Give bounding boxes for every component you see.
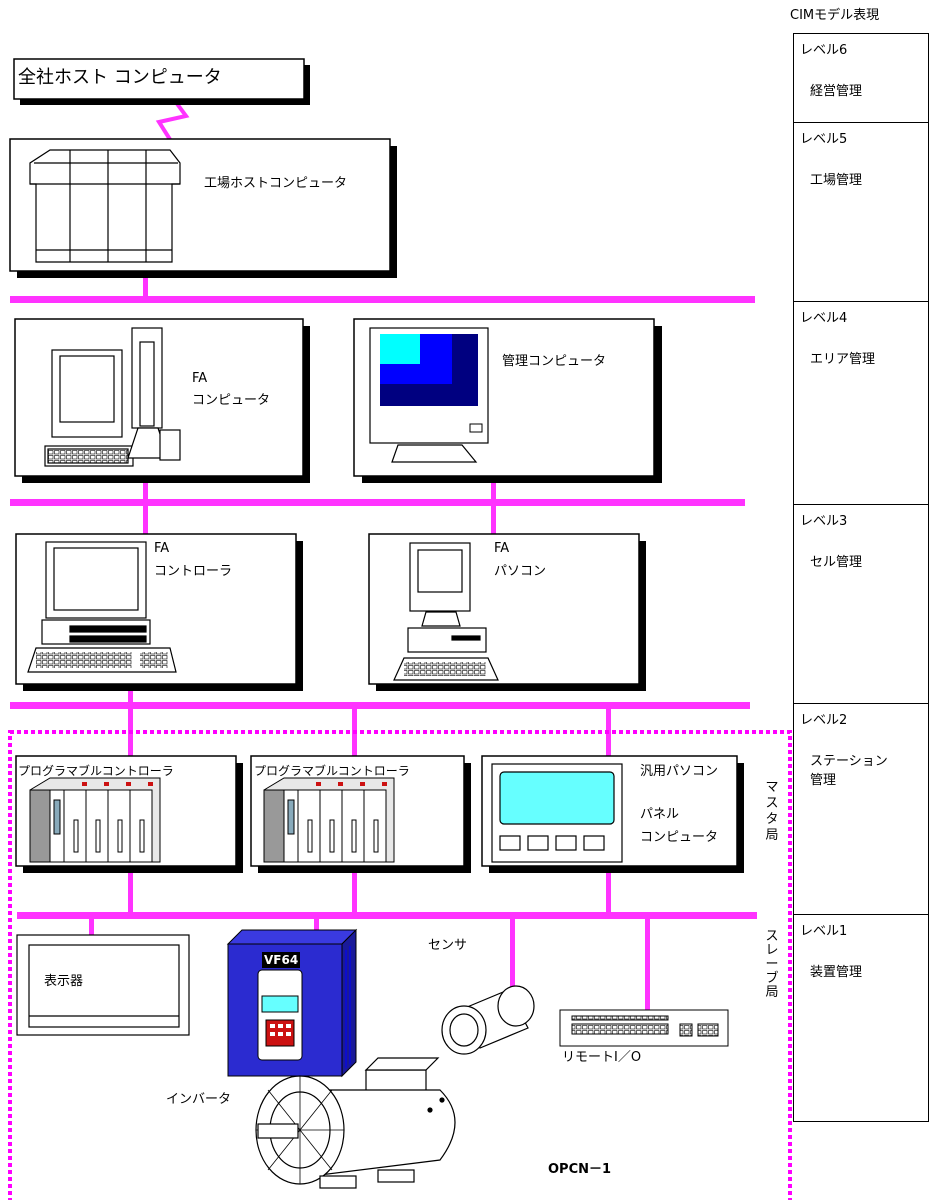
inverter-label: インバータ — [166, 1092, 232, 1107]
display-device-label: 表示器 — [44, 974, 84, 989]
sensor-illustration — [441, 985, 535, 1055]
general-pc-label: 汎用パソコン — [640, 764, 719, 779]
fa-controller-label-2: コントローラ — [154, 564, 233, 579]
level-1-desc: 装置管理 — [810, 965, 863, 980]
fa-computer-label-2: コンピュータ — [192, 393, 271, 408]
level-4-row: レベル4 エリア管理 — [793, 301, 929, 505]
level-1-row: レベル1 装置管理 — [793, 914, 929, 1122]
level-2-name: レベル2 — [800, 713, 848, 728]
level-4-name: レベル4 — [800, 311, 848, 326]
plc-1-illustration — [29, 777, 161, 863]
fa-computer-label-1: FA — [192, 371, 208, 386]
wan-link — [155, 99, 190, 143]
plc-2-label: プログラマブルコントローラ — [254, 764, 410, 778]
panel-computer-illustration — [491, 763, 623, 863]
fa-controller-label-1: FA — [154, 541, 170, 556]
inverter-brand-label: VF64 — [262, 952, 301, 968]
bus-level5 — [10, 296, 755, 303]
network-label: OPCN－1 — [548, 1162, 612, 1177]
level-1-name: レベル1 — [800, 924, 848, 939]
level-5-desc: 工場管理 — [810, 173, 863, 188]
fa-pc-label-1: FA — [494, 541, 510, 556]
management-computer-illustration — [369, 327, 489, 463]
level-3-desc: セル管理 — [810, 555, 863, 570]
slave-station-label: スレーブ局 — [765, 929, 779, 1000]
level-2-desc: ステーション 管理 — [810, 752, 888, 790]
level-2-row: レベル2 ステーション 管理 — [793, 703, 929, 915]
motor-illustration — [255, 1057, 456, 1189]
bus-opcn — [17, 912, 757, 919]
level-5-name: レベル5 — [800, 132, 848, 147]
management-computer-label: 管理コンピュータ — [502, 354, 607, 369]
panel-computer-label-1: パネル — [640, 807, 680, 822]
display-device-illustration — [16, 934, 190, 1036]
corporate-host-label: 全社ホスト コンピュータ — [18, 67, 222, 88]
bus-level4 — [10, 499, 745, 506]
remote-io-illustration — [559, 1009, 729, 1047]
bus-level3 — [10, 702, 750, 709]
plc-1-label: プログラマブルコントローラ — [18, 764, 174, 778]
level-2-desc-line1: ステーション — [810, 754, 888, 769]
cim-title: CIMモデル表現 — [790, 8, 880, 23]
fa-pc-illustration — [393, 542, 499, 681]
master-station-label: マスタ局 — [765, 780, 779, 843]
plc-2-illustration — [263, 777, 395, 863]
level-3-row: レベル3 セル管理 — [793, 504, 929, 704]
network-buses — [10, 99, 757, 1010]
remote-io-label: リモートI／O — [562, 1050, 642, 1065]
level-6-name: レベル6 — [800, 43, 848, 58]
level-6-row: レベル6 経営管理 — [793, 33, 929, 123]
fa-computer-illustration — [44, 327, 181, 467]
factory-host-label: 工場ホストコンピュータ — [204, 176, 348, 191]
fa-controller-illustration — [27, 541, 177, 673]
sensor-label: センサ — [428, 938, 468, 953]
level-2-desc-line2: 管理 — [810, 773, 837, 788]
mainframe-illustration — [29, 149, 181, 263]
fa-pc-label-2: パソコン — [494, 564, 547, 579]
level-4-desc: エリア管理 — [810, 352, 876, 367]
opcn-boundary — [8, 730, 792, 1200]
panel-computer-label-2: コンピュータ — [640, 830, 719, 845]
inverter-illustration — [226, 928, 358, 1078]
level-3-name: レベル3 — [800, 514, 848, 529]
level-6-desc: 経営管理 — [810, 84, 863, 99]
level-5-row: レベル5 工場管理 — [793, 122, 929, 302]
